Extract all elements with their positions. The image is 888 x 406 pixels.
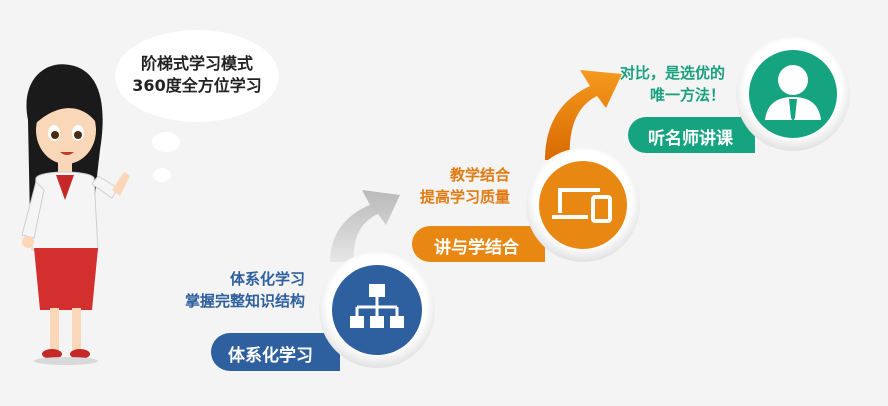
teacher-icon: [765, 65, 821, 121]
step-2-graphic: [412, 148, 640, 262]
devices-icon: [552, 188, 612, 223]
speech-bubble-text: 阶梯式学习模式 360度全方位学习: [122, 53, 272, 97]
hierarchy-icon: [350, 284, 404, 328]
step-2-caption: 教学结合 提高学习质量: [420, 164, 510, 208]
speech-line-1: 阶梯式学习模式: [140, 54, 253, 73]
step-2-caption-line-1: 教学结合: [449, 166, 510, 184]
step-3-caption-line-1: 对比，是选优的: [619, 64, 725, 82]
step-2-label: 讲与学结合: [434, 238, 519, 258]
step-2-caption-line-2: 提高学习质量: [419, 188, 510, 206]
gray-arrow: [330, 190, 400, 262]
speech-line-2: 360度全方位学习: [132, 76, 262, 95]
step-1-caption-line-2: 掌握完整知识结构: [184, 292, 305, 310]
cartoon-teacher: [21, 64, 130, 365]
speech-bubble: [115, 30, 279, 182]
step-3-caption-line-2: 唯一方法！: [649, 86, 725, 104]
step-1-caption: 体系化学习 掌握完整知识结构: [185, 268, 305, 312]
step-3-caption: 对比，是选优的 唯一方法！: [620, 62, 725, 106]
step-1-label: 体系化学习: [228, 346, 313, 366]
step-3-label: 听名师讲课: [648, 129, 733, 149]
step-1-caption-line-1: 体系化学习: [229, 270, 305, 288]
orange-arrow: [545, 70, 622, 160]
